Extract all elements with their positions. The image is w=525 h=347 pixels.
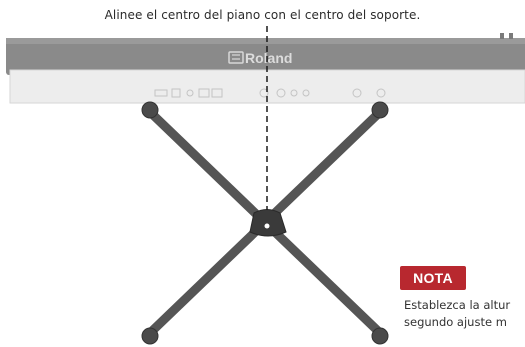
piano-corner-tab-1 <box>500 33 504 39</box>
hub-screw <box>264 223 270 229</box>
piano-keyboard: Roland <box>6 33 525 104</box>
brand-label: Roland <box>245 50 292 66</box>
leg-cap-bottom-right <box>371 327 389 345</box>
rear-panel-ports <box>130 88 400 104</box>
roland-logo: Roland <box>228 50 292 66</box>
piano-top-edge <box>6 38 525 44</box>
leg-cap-top-left <box>141 101 159 119</box>
piano-corner-tab-2 <box>509 33 513 39</box>
stand-center-hub <box>249 209 287 237</box>
instruction-caption: Alinee el centro del piano con el centro… <box>104 8 421 22</box>
x-stand <box>141 101 389 345</box>
note-text: Establezca la altur segundo ajuste m <box>404 297 510 331</box>
note-line: Establezca la altur <box>404 298 511 312</box>
note-badge: NOTA <box>400 266 466 290</box>
piano-top-panel <box>6 38 525 75</box>
note-line: segundo ajuste m <box>404 315 507 329</box>
leg-cap-top-right <box>371 101 389 119</box>
leg-cap-bottom-left <box>141 327 159 345</box>
